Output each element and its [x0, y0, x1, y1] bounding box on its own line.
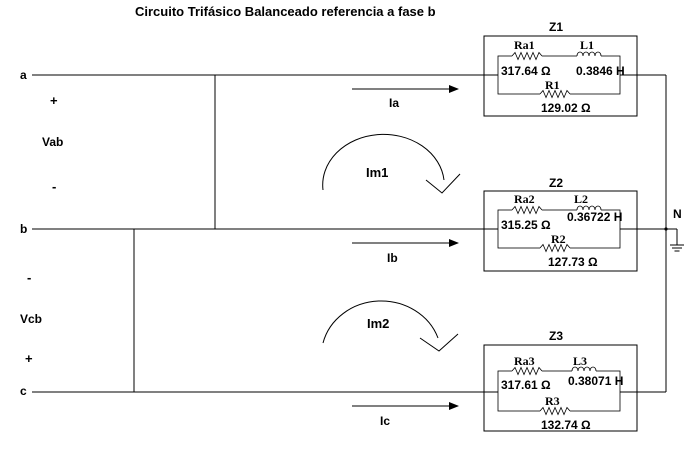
resistor-r2-icon [539, 243, 571, 253]
vcb-minus-sign: - [27, 270, 31, 285]
mesh-1-arrowhead [425, 173, 461, 194]
r2-value: 127.73 Ω [548, 255, 598, 269]
l1-value: 0.3846 H [576, 64, 625, 78]
l1-label: L1 [580, 38, 594, 52]
inductor-l3-icon [571, 366, 597, 372]
mesh-1-arc [322, 133, 445, 191]
resistor-ra1-icon [511, 51, 543, 61]
l3-label: L3 [573, 354, 587, 368]
mesh-2-arrowhead [419, 333, 459, 352]
ra3-value: 317.61 Ω [501, 378, 551, 392]
ib-label: Ib [387, 251, 398, 265]
inductor-l2-icon [576, 205, 602, 211]
load-z2-name: Z2 [549, 176, 563, 190]
neutral-node-label: N [673, 207, 682, 221]
l2-value: 0.36722 H [567, 210, 622, 224]
r3-value: 132.74 Ω [541, 418, 591, 432]
ra1-value: 317.64 Ω [501, 64, 551, 78]
resistor-r3-icon [539, 406, 571, 416]
load-z2: Z2 Ra2 315.25 Ω L2 0.36722 H R2 127.73 Ω [483, 176, 638, 272]
load-z1-box [483, 35, 638, 117]
node-a-label: a [20, 68, 27, 82]
ra2-label: Ra2 [514, 192, 535, 206]
ra2-value: 315.25 Ω [501, 218, 551, 232]
vab-plus-sign: + [50, 93, 58, 108]
resistor-r1-icon [539, 89, 571, 99]
resistor-ra2-icon [511, 205, 543, 215]
vcb-label: Vcb [20, 312, 42, 326]
ra3-label: Ra3 [514, 354, 535, 368]
load-z1-name: Z1 [549, 20, 563, 34]
load-z1: Z1 Ra1 317.64 Ω L1 0.3846 H R1 129.02 Ω [483, 20, 638, 117]
inductor-l1-icon [576, 51, 602, 57]
diagram-title: Circuito Trifásico Balanceado referencia… [135, 4, 436, 19]
mesh-2-arc [322, 300, 439, 344]
mesh-2-label: Im2 [367, 316, 389, 331]
load-z2-box [483, 190, 638, 272]
load-z3-box [483, 344, 638, 432]
r2-label: R2 [551, 232, 566, 246]
vcb-plus-sign: + [25, 351, 33, 366]
ia-label: Ia [389, 96, 399, 110]
vab-minus-sign: - [52, 179, 56, 194]
resistor-ra3-icon [511, 366, 543, 376]
r3-label: R3 [545, 394, 560, 408]
mesh-1-label: Im1 [366, 165, 388, 180]
neutral-junction-dot [664, 227, 668, 231]
r1-label: R1 [545, 78, 560, 92]
ground-icon [670, 229, 684, 252]
l2-label: L2 [574, 192, 588, 206]
node-b-label: b [20, 222, 27, 236]
l3-value: 0.38071 H [568, 374, 623, 388]
ic-label: Ic [380, 414, 390, 428]
load-z3: Z3 Ra3 317.61 Ω L3 0.38071 H R3 132.74 Ω [483, 329, 638, 432]
node-c-label: c [20, 384, 27, 398]
load-z3-name: Z3 [549, 329, 563, 343]
vab-label: Vab [42, 135, 63, 149]
ra1-label: Ra1 [514, 38, 535, 52]
r1-value: 129.02 Ω [541, 101, 591, 115]
